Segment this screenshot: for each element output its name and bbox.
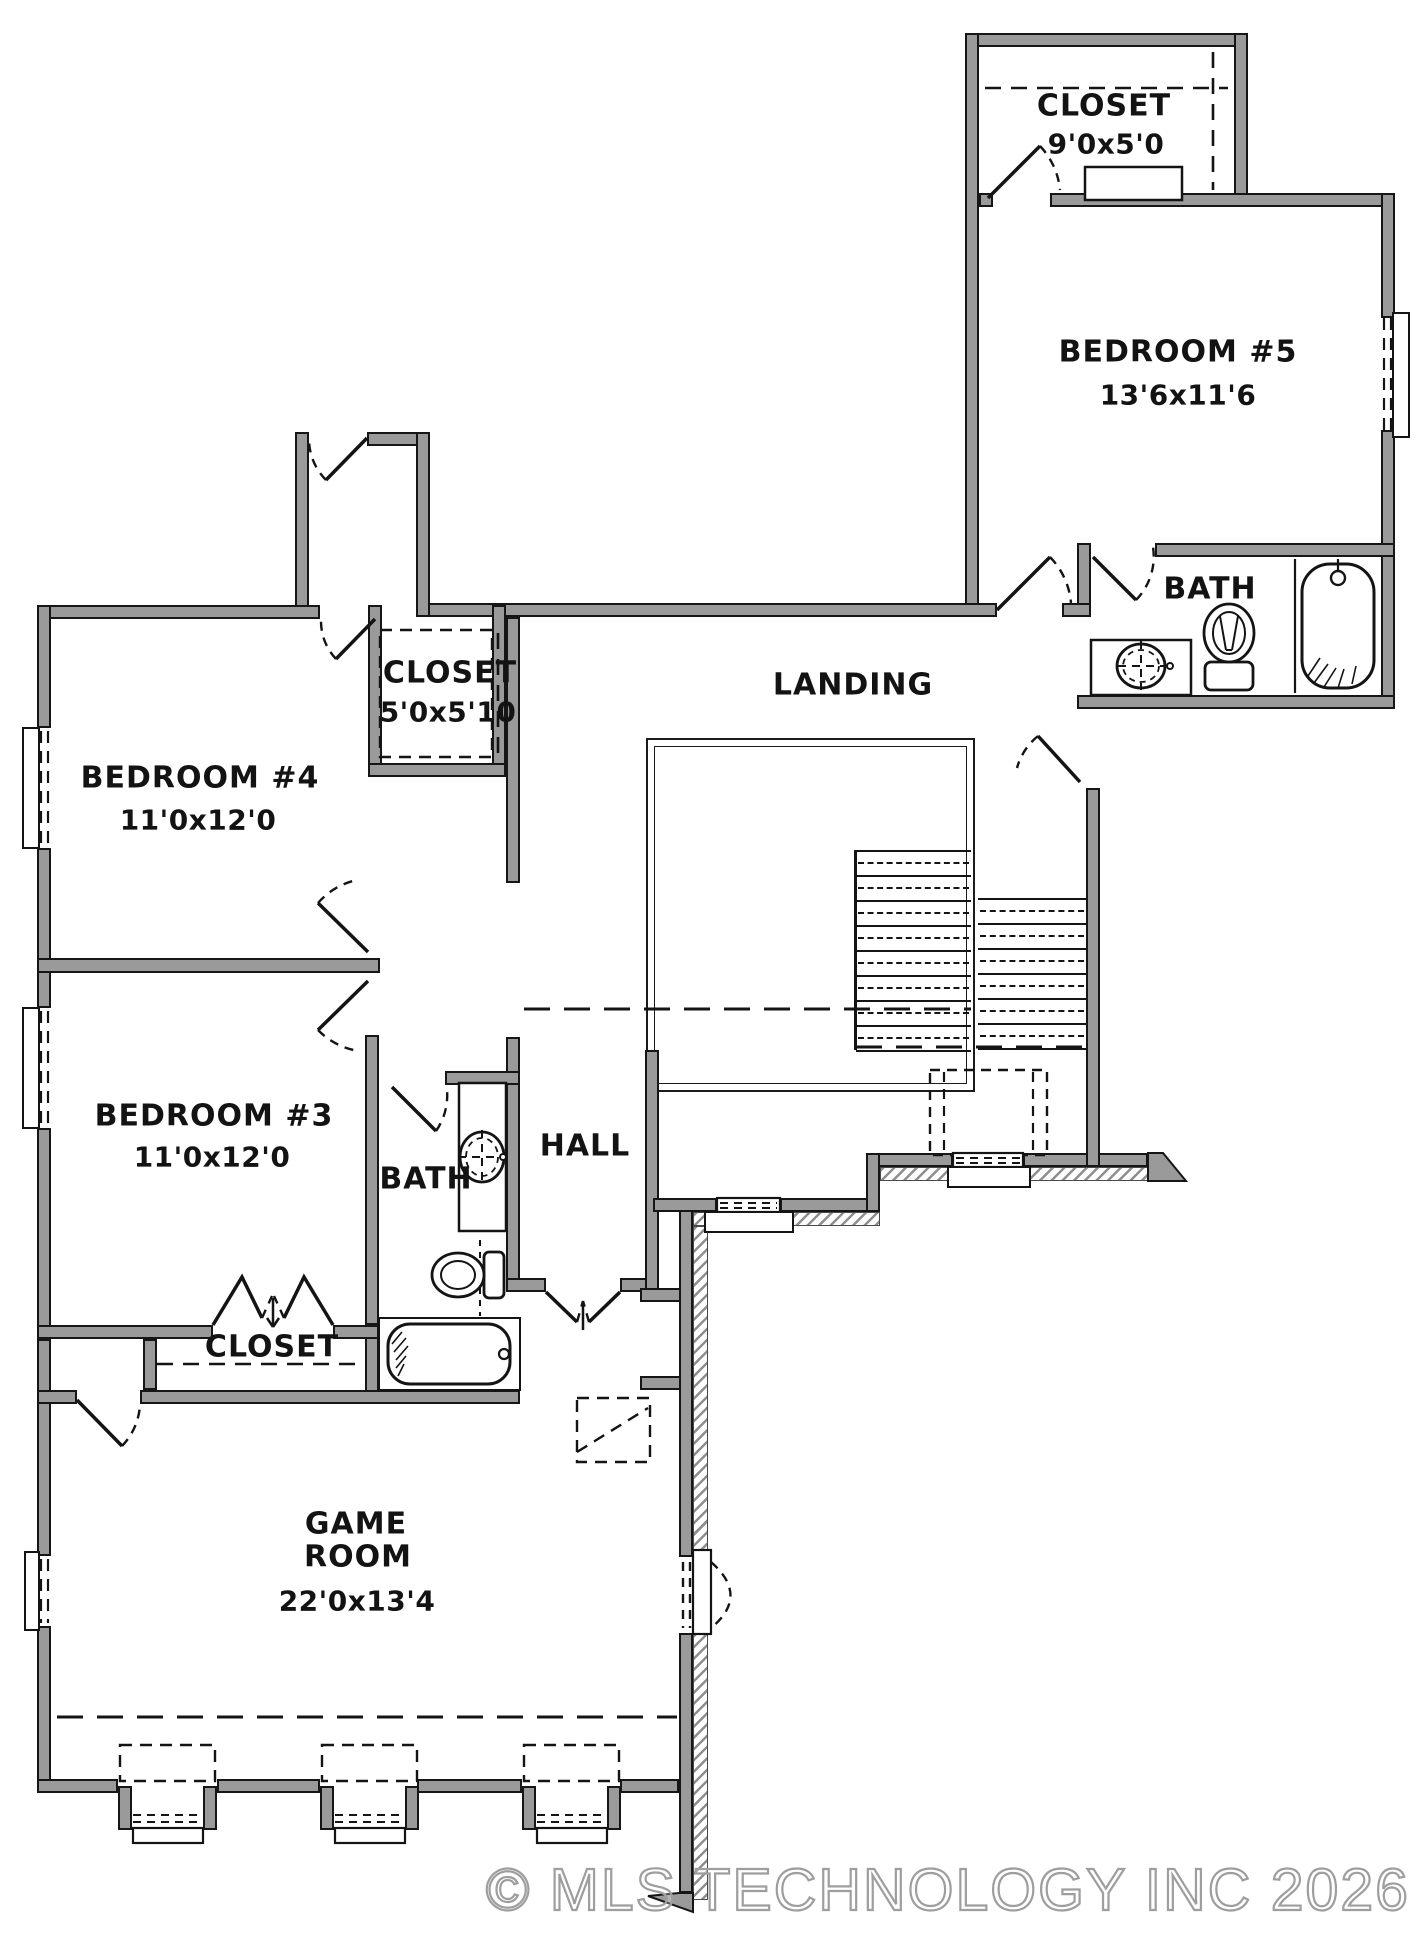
toilet-icon-2 xyxy=(430,1240,506,1316)
wall xyxy=(365,1035,379,1325)
room-dims-closet-top: 9'0x5'0 xyxy=(1047,127,1165,161)
wall-end-caps xyxy=(647,1152,1189,1914)
watermark: © MLS TECHNOLOGY INC 2026 xyxy=(485,1856,1410,1924)
wall xyxy=(1062,603,1091,617)
room-label-closet-br4: CLOSET xyxy=(382,655,518,691)
window-group xyxy=(22,312,1410,1845)
wall xyxy=(506,1278,546,1292)
wall xyxy=(37,958,380,973)
wall xyxy=(140,1390,520,1404)
wall xyxy=(1381,193,1395,318)
wall xyxy=(37,605,51,728)
stair-tread xyxy=(978,998,1086,1023)
room-label-game-room-2: ROOM xyxy=(304,1539,412,1575)
wall xyxy=(1077,695,1395,709)
stair-tread xyxy=(856,875,971,900)
room-dims-bedroom5: 13'6x11'6 xyxy=(1099,378,1257,412)
vanity-sink-icon xyxy=(1089,638,1193,697)
stair-flight-lower xyxy=(978,898,1086,1050)
stair-tread xyxy=(978,923,1086,948)
vanity-sink-icon-2 xyxy=(457,1081,508,1233)
bifold-closet-doors xyxy=(211,1273,335,1326)
wall xyxy=(368,763,506,777)
room-label-bedroom3: BEDROOM #3 xyxy=(94,1098,334,1134)
closet-shelf xyxy=(1083,165,1184,202)
wall xyxy=(620,1779,679,1793)
bathtub-icon-2 xyxy=(378,1317,521,1391)
wall xyxy=(416,432,430,617)
stair-tread xyxy=(856,1000,971,1025)
room-label-closet-br3: CLOSET xyxy=(204,1329,340,1365)
wall xyxy=(118,1786,132,1830)
stair-stringer-line xyxy=(854,850,857,1050)
wall xyxy=(37,1325,213,1339)
stair-tread xyxy=(856,850,971,875)
stair-flight-upper xyxy=(856,850,971,1052)
wall xyxy=(143,1339,157,1390)
room-label-bedroom4: BEDROOM #4 xyxy=(80,760,320,796)
wall xyxy=(37,1779,118,1793)
toilet-icon xyxy=(1202,602,1256,692)
wall xyxy=(866,1153,880,1212)
wall xyxy=(320,1786,334,1830)
room-dims-bedroom3: 11'0x12'0 xyxy=(133,1140,291,1174)
dashed-lines-group xyxy=(57,52,1228,1783)
wall xyxy=(607,1786,621,1830)
stair-tread xyxy=(856,975,971,1000)
room-dims-closet-br4: 5'0x5'10 xyxy=(379,695,517,729)
room-label-landing: LANDING xyxy=(772,667,934,703)
optional-door-panel xyxy=(691,1548,713,1636)
wall xyxy=(506,617,520,883)
hall-double-doors xyxy=(544,1290,622,1324)
bathtub-icon xyxy=(1293,559,1376,693)
wall xyxy=(1086,788,1100,1167)
stairwell-outline xyxy=(646,738,975,1092)
optional-door-arc xyxy=(681,1561,732,1629)
room-label-bath-hall: BATH xyxy=(379,1161,473,1197)
stair-tread xyxy=(856,925,971,950)
wall xyxy=(37,1390,77,1404)
room-label-bath-upper: BATH xyxy=(1163,571,1257,607)
wall xyxy=(522,1786,536,1830)
chase-dashed-outline xyxy=(928,1068,1049,1157)
wall xyxy=(1155,543,1395,557)
stair-tread xyxy=(978,898,1086,923)
room-label-hall: HALL xyxy=(539,1128,631,1164)
stair-tread xyxy=(856,900,971,925)
room-label-bedroom5: BEDROOM #5 xyxy=(1058,334,1298,370)
stair-tread xyxy=(978,1023,1086,1048)
stair-tread xyxy=(856,950,971,975)
room-dims-bedroom4: 11'0x12'0 xyxy=(119,803,277,837)
room-label-closet-top: CLOSET xyxy=(1036,88,1172,124)
stairwell-inner-outline xyxy=(654,746,967,1084)
room-label-game-room-1: GAME xyxy=(304,1506,408,1542)
room-dims-game-room: 22'0x13'4 xyxy=(278,1584,436,1618)
door-arc-group xyxy=(121,145,1155,1629)
wall xyxy=(203,1786,217,1830)
stair-tread xyxy=(978,948,1086,973)
wall xyxy=(217,1779,320,1793)
stair-tread xyxy=(978,973,1086,998)
stair-tread xyxy=(856,1025,971,1050)
door-swing-group xyxy=(75,144,1138,1448)
wall xyxy=(405,1786,419,1830)
